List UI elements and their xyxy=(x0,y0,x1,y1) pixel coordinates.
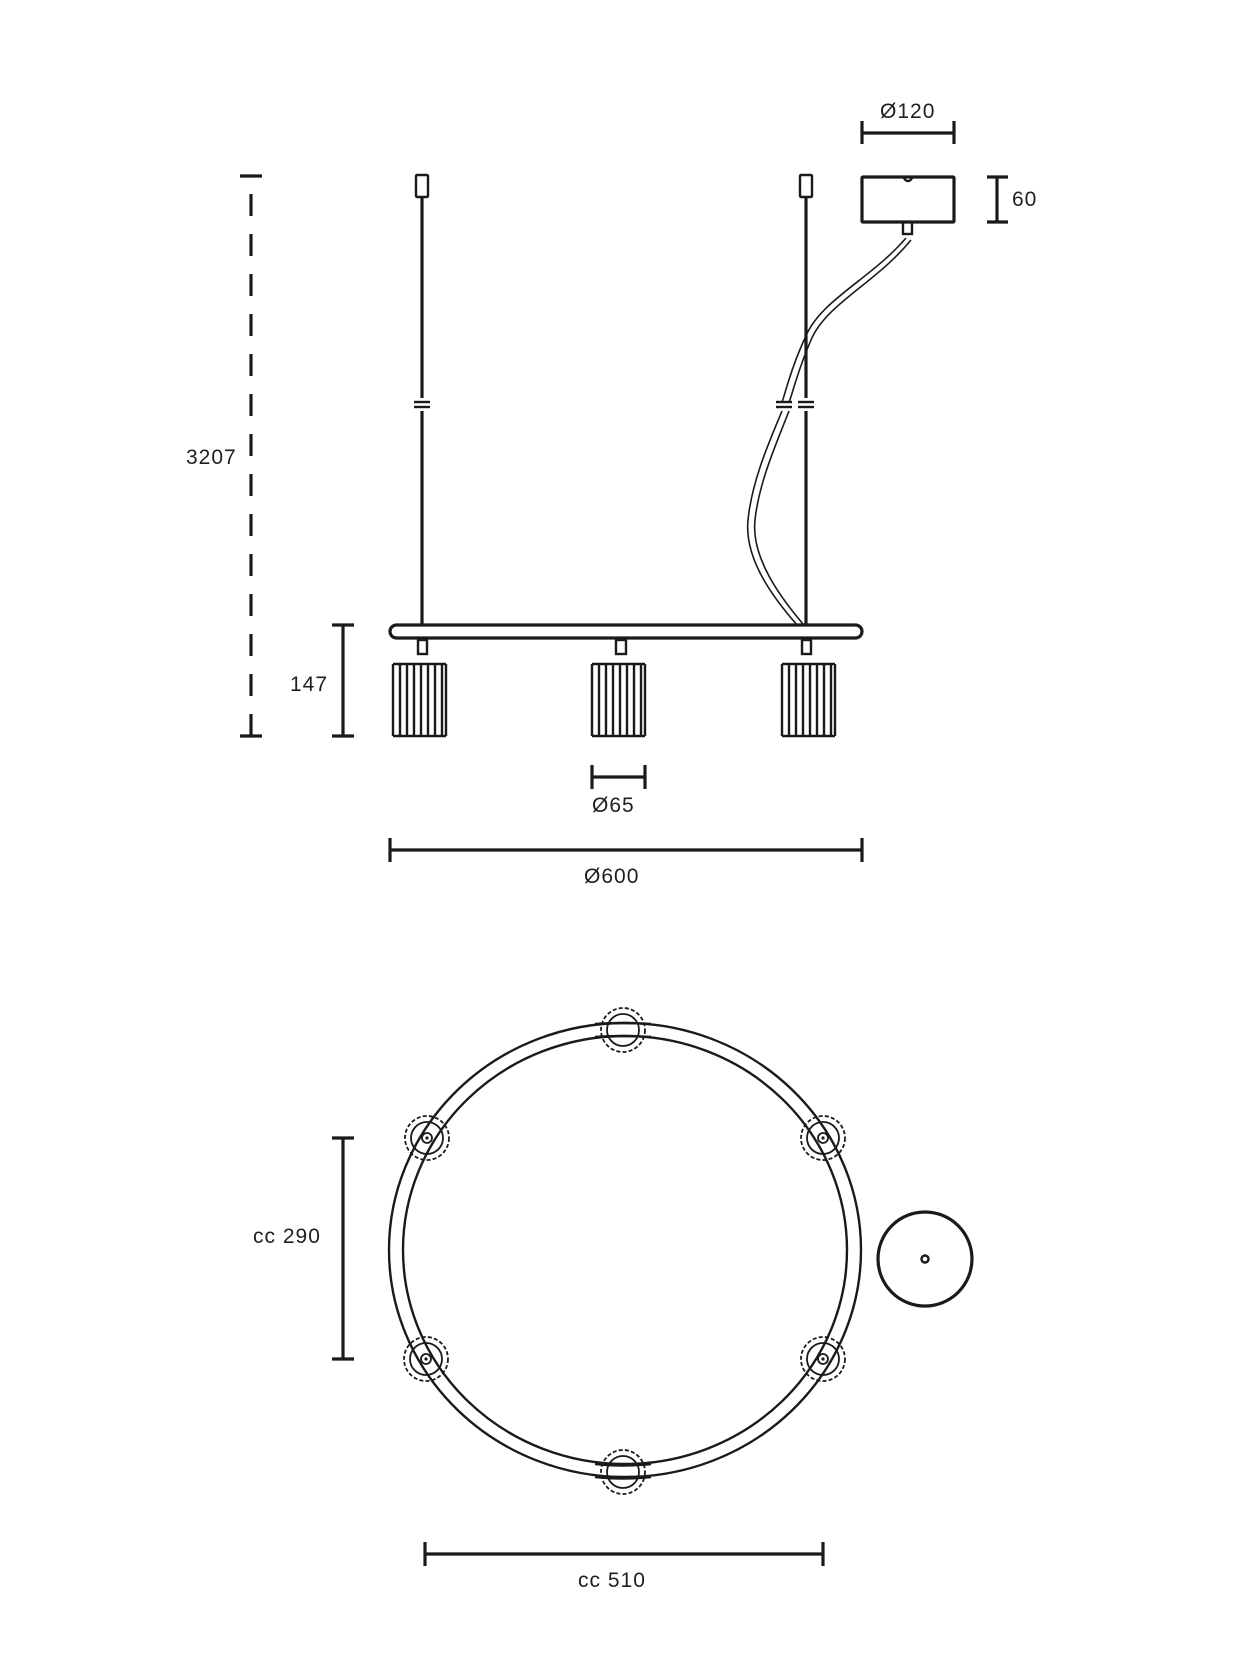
right-suspension-cable xyxy=(798,173,814,626)
power-cord xyxy=(746,237,912,627)
shade-right xyxy=(780,638,837,738)
top-view xyxy=(332,1007,974,1566)
dimension-canopy-height xyxy=(987,175,1008,224)
canopy-top-view xyxy=(876,1210,974,1308)
label-cc-vertical: cc 290 xyxy=(253,1225,321,1248)
shade-center xyxy=(590,638,647,738)
label-canopy-diameter: Ø120 xyxy=(880,100,936,123)
canopy xyxy=(860,175,956,236)
label-cc-horizontal: cc 510 xyxy=(578,1569,646,1592)
dimension-shade-height xyxy=(332,623,354,738)
dimension-total-height xyxy=(240,174,262,738)
label-total-height: 3207 xyxy=(186,446,237,469)
ring-top-view xyxy=(387,1021,863,1479)
cable-gripper xyxy=(798,173,814,199)
ring-side-view xyxy=(388,623,864,640)
dimension-shade-diameter xyxy=(590,765,647,789)
dimension-cc-vertical xyxy=(332,1136,354,1361)
shade-top-lower-right xyxy=(800,1336,846,1382)
shade-top-top xyxy=(600,1007,646,1053)
dimension-cc-horizontal xyxy=(423,1542,825,1566)
shade-top-upper-left xyxy=(404,1115,450,1161)
dimension-canopy-diameter xyxy=(860,121,956,144)
shade-left xyxy=(391,638,448,738)
left-suspension-cable xyxy=(414,173,430,626)
label-shade-diameter: Ø65 xyxy=(592,794,635,817)
label-canopy-height: 60 xyxy=(1012,188,1038,211)
dimension-ring-diameter xyxy=(388,838,864,862)
label-ring-diameter: Ø600 xyxy=(584,865,640,888)
side-view xyxy=(240,121,1008,862)
cable-gripper xyxy=(414,173,430,199)
shade-top-bottom xyxy=(600,1449,646,1495)
label-shade-height: 147 xyxy=(290,673,329,696)
